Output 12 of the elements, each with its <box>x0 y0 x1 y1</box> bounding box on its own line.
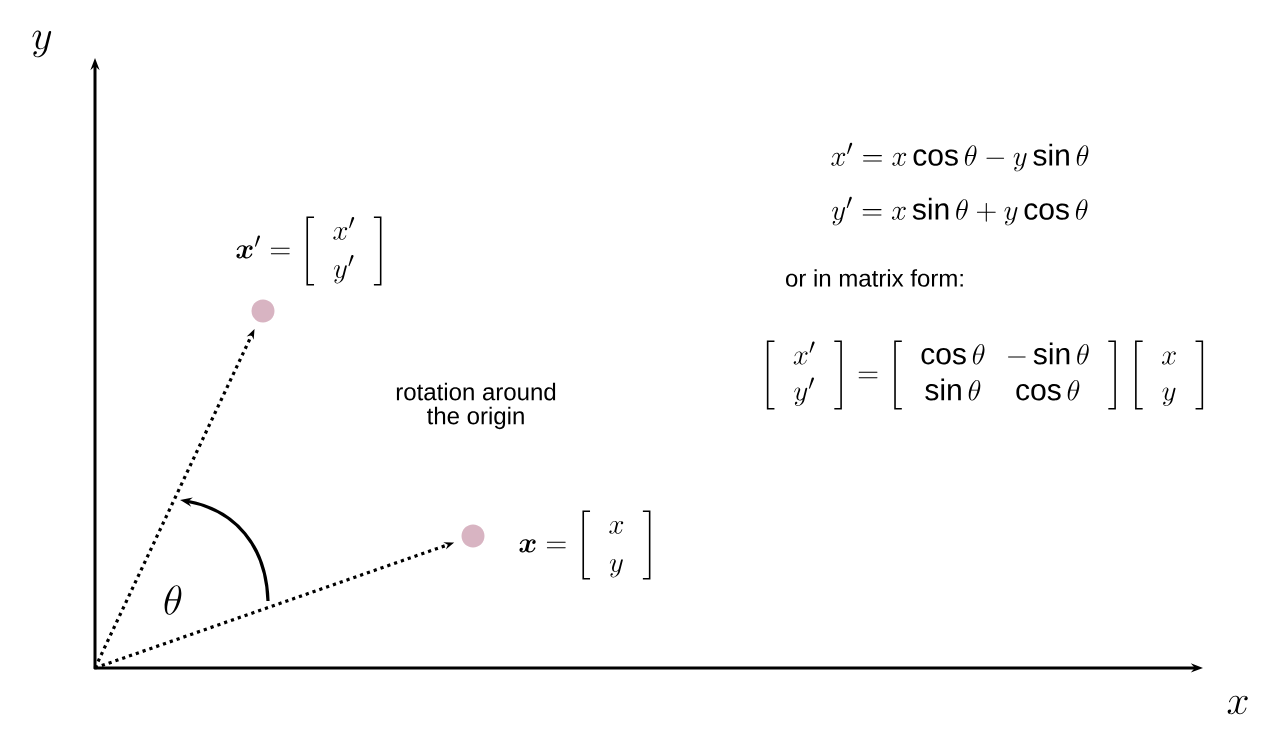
formula-label: $\boldsymbol{x} = \left[\begin{array}{c} \;x\; \\ \;y\; \end{array}\right]$ <box>519 510 651 580</box>
point <box>251 299 275 323</box>
formula-label: $\boldsymbol{x}' = \left[\begin{array}{c} \;x'\; \\ \;y'\; \end{array}\right]$ <box>236 216 382 286</box>
angle-label: $\theta$ <box>164 585 182 615</box>
equation: $x' = x\cos\theta - y\sin\theta$ <box>831 142 1089 172</box>
point <box>461 524 485 548</box>
equation: $y' = x\sin\theta + y\cos\theta$ <box>832 196 1088 226</box>
axis-label: $y$ <box>32 30 52 58</box>
note-text: rotation around the origin <box>396 382 556 430</box>
axis-label: $x$ <box>1227 695 1248 715</box>
note-text: or in matrix form: <box>786 269 963 287</box>
matrix-equation: $\left[\begin{array}{c} \;x'\; \\ \;y'\; \end{array}\right] = \left[\begin{array}{cc} \;\cos\theta & -\sin\theta\; \\ \;\sin\theta & \cos\theta\; \end{array}\right] \left[\begin{array}{c} \;x\; \\ \;y\; \end{array}\right]$ <box>766 340 1204 410</box>
